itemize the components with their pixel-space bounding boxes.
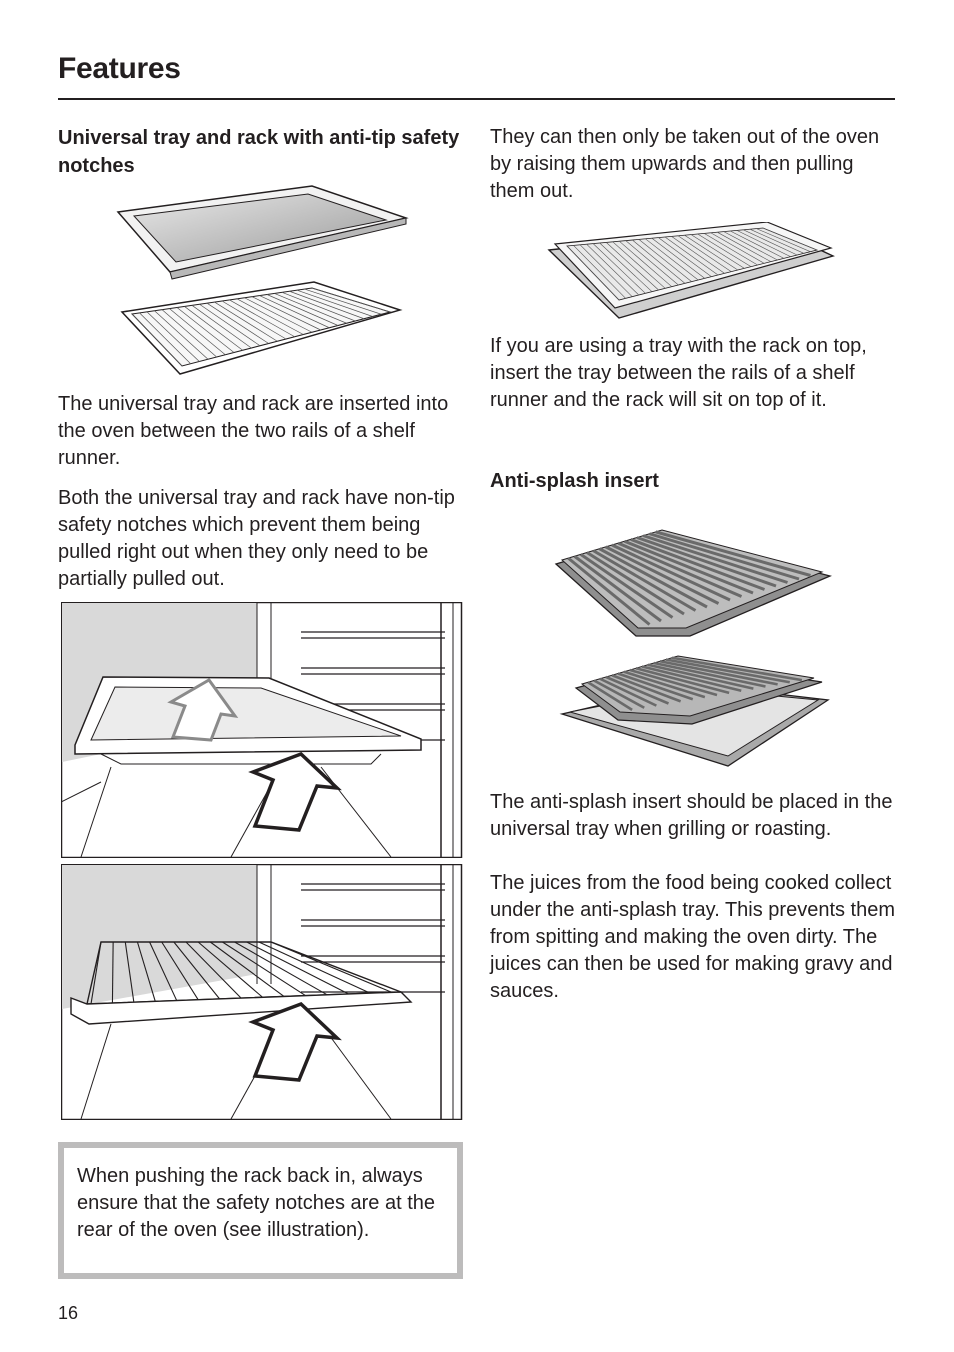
title-rule — [58, 98, 895, 100]
anti-splash-insert-illustration — [554, 529, 832, 767]
note-box: When pushing the rack back in, always en… — [58, 1142, 463, 1279]
lift-arrow-icon — [167, 678, 239, 742]
paragraph-tray-insertion: The universal tray and rack are inserted… — [58, 393, 449, 469]
paragraph-safety-notches: Both the universal tray and rack have no… — [58, 487, 455, 590]
push-arrow-icon — [248, 751, 342, 832]
section-heading-anti-splash: Anti-splash insert — [490, 470, 659, 492]
tray-and-rack-illustration — [116, 185, 409, 375]
paragraph-anti-splash-placement: The anti-splash insert should be placed … — [490, 791, 893, 840]
section-heading-universal-tray: Universal tray and rack with anti-tip sa… — [58, 127, 460, 177]
page-title: Features — [58, 52, 181, 85]
page-number: 16 — [58, 1303, 79, 1323]
oven-tray-removal-illustration — [61, 602, 463, 858]
paragraph-anti-splash-juices: The juices from the food being cooked co… — [490, 872, 896, 1002]
left-column: Universal tray and rack with anti-tip sa… — [58, 124, 463, 180]
rack-frame — [70, 941, 413, 1025]
paragraph-remove-upwards: They can then only be taken out of the o… — [490, 126, 880, 202]
note-text: When pushing the rack back in, always en… — [77, 1165, 436, 1241]
push-arrow-icon — [248, 1001, 342, 1082]
oven-rack-removal-illustration — [61, 864, 463, 1120]
tray-with-rack-illustration — [547, 222, 835, 319]
paragraph-tray-with-rack: If you are using a tray with the rack on… — [490, 335, 867, 411]
